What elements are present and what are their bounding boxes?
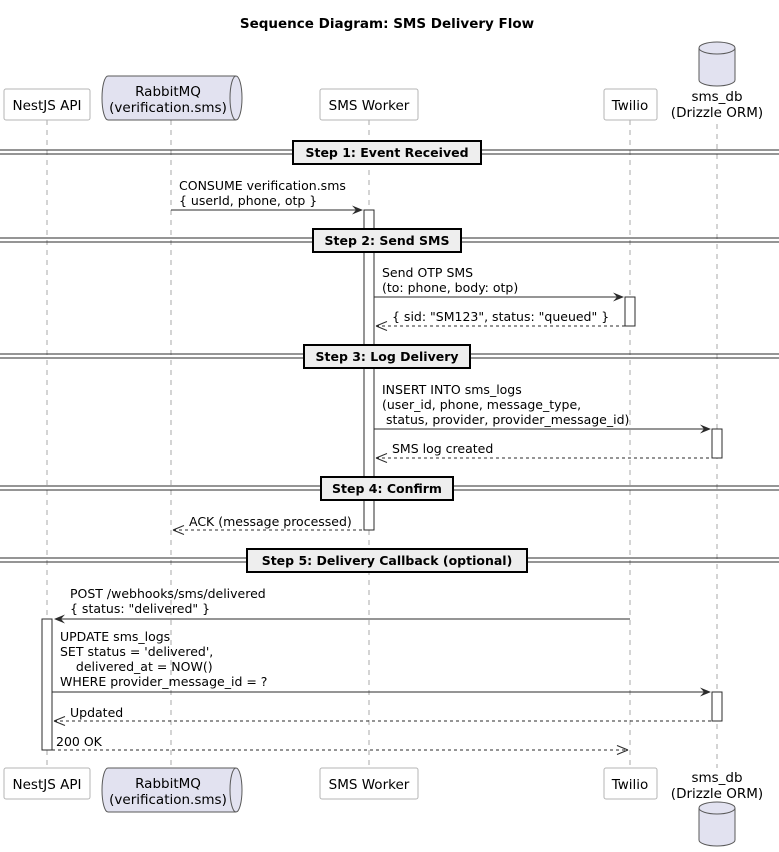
message-ack: ACK (message processed) — [172, 514, 364, 535]
svg-text:CONSUME verification.sms: CONSUME verification.sms — [179, 178, 346, 193]
participant-label: NestJS API — [13, 777, 82, 793]
message-update-log: UPDATE sms_logs SET status = 'delivered'… — [52, 629, 711, 697]
activation-nestjs-api — [41, 618, 53, 751]
participant-twilio: Twilio — [603, 767, 658, 800]
participant-label: SMS Worker — [329, 98, 410, 114]
step-label: Step 2: Send SMS — [325, 233, 450, 248]
participant-sms-db: sms_db (Drizzle ORM) — [671, 770, 763, 847]
svg-text:WHERE provider_message_id = ?: WHERE provider_message_id = ? — [60, 674, 267, 689]
message-updated: Updated — [53, 705, 712, 726]
step-separators: Step 1: Event Received Step 2: Send SMS … — [0, 140, 779, 573]
participant-nestjs-api: NestJS API — [3, 88, 91, 121]
svg-text:SET status = 'delivered',: SET status = 'delivered', — [60, 644, 213, 659]
participant-sublabel: (verification.sms) — [109, 100, 227, 116]
participant-label: RabbitMQ — [135, 84, 201, 100]
participant-nestjs-api: NestJS API — [3, 767, 91, 800]
svg-text:INSERT INTO sms_logs: INSERT INTO sms_logs — [382, 382, 522, 397]
participant-sublabel: (verification.sms) — [109, 792, 227, 808]
activation-sms-db-insert — [711, 428, 723, 459]
svg-text:(to: phone, body: otp): (to: phone, body: otp) — [382, 280, 518, 295]
participant-twilio: Twilio — [603, 88, 658, 121]
participant-sms-worker: SMS Worker — [319, 88, 419, 121]
message-send-otp: Send OTP SMS (to: phone, body: otp) — [374, 265, 624, 302]
message-consume: CONSUME verification.sms { userId, phone… — [171, 178, 363, 215]
svg-text:{ sid: "SM123", status: "queue: { sid: "SM123", status: "queued" } — [392, 309, 609, 324]
step-label: Step 5: Delivery Callback (optional) — [262, 553, 513, 568]
participant-label: sms_db — [691, 770, 742, 786]
svg-text:{ status: "delivered" }: { status: "delivered" } — [70, 601, 210, 616]
activation-sms-db-update — [711, 691, 723, 722]
svg-text:delivered_at = NOW(): delivered_at = NOW() — [60, 659, 213, 674]
svg-text:(user_id, phone, message_type,: (user_id, phone, message_type, — [382, 397, 581, 412]
diagram-title: Sequence Diagram: SMS Delivery Flow — [240, 16, 534, 32]
separator-step-5: Step 5: Delivery Callback (optional) — [0, 548, 779, 573]
activation-sms-worker — [363, 209, 375, 531]
participant-label: sms_db — [691, 89, 742, 105]
svg-text:200 OK: 200 OK — [56, 734, 103, 749]
svg-text:SMS log created: SMS log created — [392, 441, 493, 456]
svg-text:Updated: Updated — [70, 705, 123, 720]
participant-rabbitmq: RabbitMQ (verification.sms) — [101, 75, 243, 121]
participants-bottom: NestJS API RabbitMQ (verification.sms) S… — [3, 767, 763, 847]
svg-text:Send OTP SMS: Send OTP SMS — [382, 265, 473, 280]
participant-label: NestJS API — [13, 98, 82, 114]
participant-label: SMS Worker — [329, 777, 410, 793]
activation-twilio — [624, 296, 636, 327]
message-insert-log: INSERT INTO sms_logs (user_id, phone, me… — [374, 382, 711, 434]
participant-sms-worker: SMS Worker — [319, 767, 419, 800]
participant-sms-db: sms_db (Drizzle ORM) — [671, 41, 763, 121]
participant-label: Twilio — [611, 98, 649, 114]
message-200-ok: 200 OK — [52, 734, 629, 755]
participants-top: NestJS API RabbitMQ (verification.sms) S… — [3, 41, 763, 121]
messages: CONSUME verification.sms { userId, phone… — [52, 178, 712, 755]
database-icon — [698, 801, 736, 847]
database-icon — [698, 41, 736, 87]
separator-step-1: Step 1: Event Received — [0, 140, 779, 165]
step-label: Step 1: Event Received — [305, 145, 468, 160]
activations — [41, 209, 723, 751]
separator-step-2: Step 2: Send SMS — [0, 228, 779, 253]
svg-text:ACK (message processed): ACK (message processed) — [189, 514, 352, 529]
step-label: Step 4: Confirm — [332, 481, 442, 496]
svg-text:POST /webhooks/sms/delivered: POST /webhooks/sms/delivered — [70, 586, 266, 601]
message-delivery-webhook: POST /webhooks/sms/delivered { status: "… — [54, 586, 630, 624]
participant-rabbitmq: RabbitMQ (verification.sms) — [101, 767, 243, 813]
participant-sublabel: (Drizzle ORM) — [671, 786, 763, 802]
svg-text:status, provider, provider_mes: status, provider, provider_message_id) — [382, 412, 629, 427]
svg-text:UPDATE sms_logs: UPDATE sms_logs — [60, 629, 170, 644]
separator-step-3: Step 3: Log Delivery — [0, 344, 779, 369]
svg-text:{ userId, phone, otp }: { userId, phone, otp } — [179, 193, 317, 208]
participant-label: RabbitMQ — [135, 776, 201, 792]
message-twilio-response: { sid: "SM123", status: "queued" } — [375, 309, 625, 331]
step-label: Step 3: Log Delivery — [315, 349, 458, 364]
participant-label: Twilio — [611, 777, 649, 793]
separator-step-4: Step 4: Confirm — [0, 476, 779, 501]
participant-sublabel: (Drizzle ORM) — [671, 105, 763, 121]
message-log-created: SMS log created — [375, 441, 712, 463]
